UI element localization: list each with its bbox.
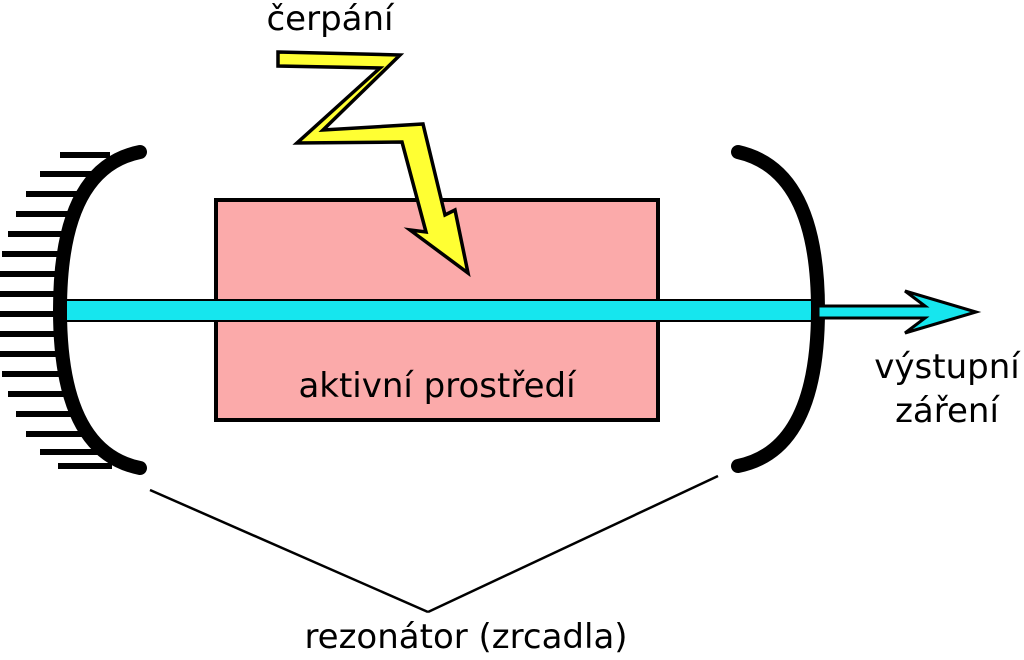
output-radiation-label-line1: výstupní (874, 347, 1021, 387)
left-mirror-arc (52, 145, 147, 475)
resonator-pointer-lines (149, 474, 719, 614)
pump-lightning-bolt (276, 50, 471, 278)
active-medium-label: aktivní prostředí (298, 366, 577, 406)
output-radiation-label-line2: záření (895, 391, 1000, 431)
laser-beam (65, 299, 813, 322)
pumping-label: čerpání (266, 0, 395, 39)
left-mirror-hatching (0, 152, 112, 469)
output-beam-arrow (816, 289, 982, 335)
left-mirror (0, 145, 147, 475)
resonator-label: rezonátor (zrcadla) (304, 617, 627, 657)
